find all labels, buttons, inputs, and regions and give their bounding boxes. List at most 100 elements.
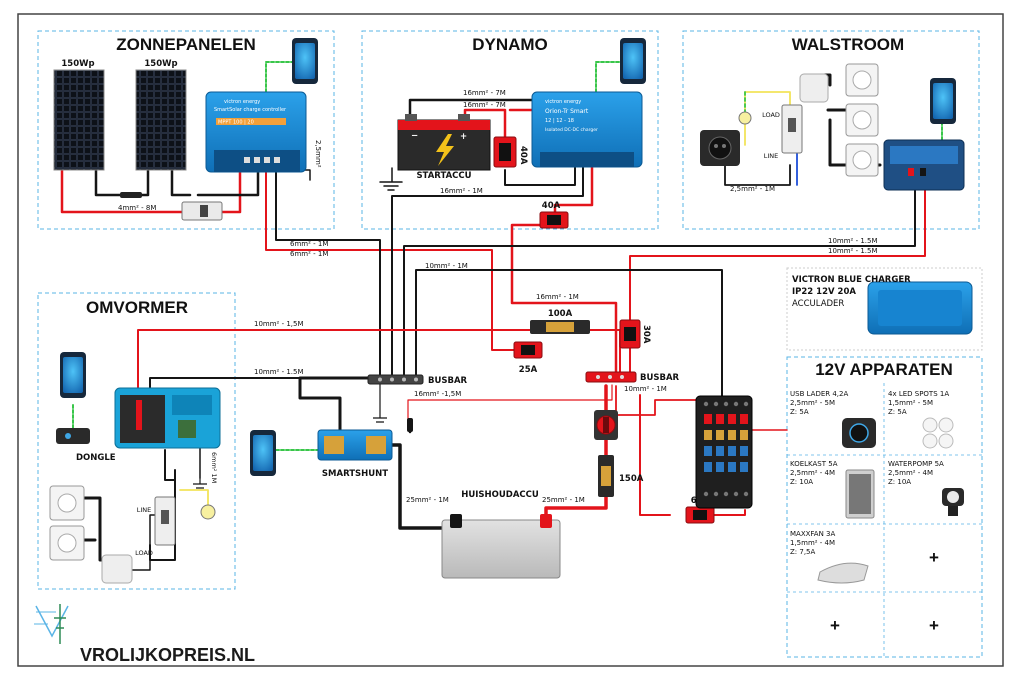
fuse-40a <box>539 211 569 229</box>
fuse-25a-label: 25A <box>519 365 538 375</box>
solar-panel-1 <box>53 69 105 171</box>
mppt-controller <box>205 91 307 173</box>
maxxfan-name: MAXXFAN 3A <box>790 530 836 538</box>
ground-symbol-busbar <box>373 415 387 423</box>
inverter-breaker-line: LINE <box>137 506 152 514</box>
fuse-60a <box>685 506 715 524</box>
fuse-150a <box>598 455 614 497</box>
dongle <box>56 428 90 444</box>
smartshunt-label: SMARTSHUNT <box>322 469 388 479</box>
water-pump-fuse: Z: 10A <box>888 478 911 486</box>
usb-charger-name: USB LADER 4,2A <box>790 390 848 398</box>
phone-app-dynamo <box>620 38 646 84</box>
house-battery-label: HUISHOUDACCU <box>461 490 539 500</box>
phone-app-solar <box>292 38 318 84</box>
charger-section <box>786 267 983 351</box>
led-spots-spec: 1,5mm² - 5M <box>888 399 933 407</box>
orion-brand: victron energy <box>545 99 581 105</box>
orion-dcdc-charger <box>531 91 643 168</box>
cable-solar-out: 4mm² - 8M <box>118 204 156 212</box>
shore-breaker-line: LINE <box>764 152 779 160</box>
shore-charger <box>883 139 965 191</box>
cable-labels: 4mm² - 8M 2,5mm² 16mm² - 7M 16mm² - 7M 1… <box>118 89 878 504</box>
cable-dynamo-main: 16mm² - 1M <box>440 187 483 195</box>
junction-box-shore <box>799 73 829 103</box>
usb-charger-spec: 2,5mm² - 5M <box>790 399 835 407</box>
maxxfan-icon <box>817 562 869 584</box>
svg-text:−: − <box>411 131 418 141</box>
usb-charger-fuse: Z: 5A <box>790 408 809 416</box>
cable-solar-pos: 6mm² - 1M <box>290 250 328 258</box>
cable-10mm-1m: 10mm² - 1M <box>425 262 468 270</box>
water-pump-name: WATERPOMP 5A <box>888 460 944 468</box>
brand-logo <box>34 604 69 644</box>
fuse-100a-label: 100A <box>548 309 573 319</box>
inverter-section <box>37 292 236 590</box>
charger-line1: VICTRON BLUE CHARGER <box>792 275 911 285</box>
dongle-label: DONGLE <box>76 453 116 463</box>
shore-inlet <box>700 130 740 166</box>
wall-socket-2 <box>845 103 879 137</box>
fuse-40a-label: 40A <box>542 201 561 211</box>
ground-symbol-inverter <box>193 478 207 489</box>
junction-box-inverter <box>101 554 133 584</box>
panel-2-label: 150Wp <box>144 59 177 69</box>
cable-shunt: 16mm² -1,5M <box>414 390 461 398</box>
blue-smart-charger <box>867 281 973 335</box>
appliance-usb-charger: USB LADER 4,2A 2,5mm² - 5M Z: 5A <box>790 390 876 448</box>
appliance-grid <box>787 383 982 657</box>
fuse-40a-dynamo-label: 40A <box>518 146 528 165</box>
cable-inverter-pos: 10mm² - 1,5M <box>254 320 304 328</box>
fuse-40a-dynamo <box>493 136 517 168</box>
water-pump-spec: 2,5mm² - 4M <box>888 469 933 477</box>
panel-1-label: 150Wp <box>61 59 94 69</box>
positive-busbar-label: BUSBAR <box>640 373 680 383</box>
shore-title: WALSTROOM <box>792 35 904 54</box>
fridge-name: KOELKAST 5A <box>790 460 838 468</box>
fuse-30a-label: 30A <box>641 325 651 344</box>
solar-section <box>37 30 335 230</box>
inverter-socket-2 <box>49 525 85 561</box>
cable-shore-in: 2,5mm² - 1M <box>730 185 775 193</box>
add-slot-3: + <box>929 616 939 635</box>
wall-socket-3 <box>845 143 879 177</box>
inverter-unit <box>114 387 221 449</box>
inverter-socket-1 <box>49 485 85 521</box>
fuse-box <box>695 395 753 509</box>
cable-shore-neg: 10mm² - 1.5M <box>828 237 878 245</box>
start-battery-label: STARTACCU <box>416 171 471 181</box>
cable-inverter-neg: 10mm² - 1.5M <box>254 368 304 376</box>
start-battery: − + <box>397 114 491 171</box>
orion-sub: Isolated DC-DC charger <box>545 127 598 133</box>
inverter-ground-cable: 6mm² 1M <box>210 452 218 483</box>
appliances-section <box>786 356 983 658</box>
fuse-100a <box>530 320 590 334</box>
mppt-model: MPPT 100 | 20 <box>218 120 254 126</box>
cable-solar-neg: 6mm² - 1M <box>290 240 328 248</box>
cable-dynamo-top2: 16mm² - 7M <box>463 101 506 109</box>
shore-section <box>682 30 980 230</box>
solar-panel-2 <box>135 69 187 171</box>
mppt-name: SmartSolar charge controller <box>214 107 287 113</box>
fuse-30a <box>619 319 641 349</box>
add-slot-1: + <box>929 548 939 567</box>
appliance-fridge: KOELKAST 5A 2,5mm² - 4M Z: 10A <box>790 460 875 519</box>
brand-name: VROLIJKOPREIS.NL <box>80 645 255 665</box>
appliance-maxxfan: MAXXFAN 3A 1,5mm² - 4M Z: 7,5A <box>790 530 869 584</box>
charger-line2: IP22 12V 20A <box>792 287 856 297</box>
dynamo-title: DYNAMO <box>472 35 548 54</box>
led-spots-name: 4x LED SPOTS 1A <box>888 390 949 398</box>
dynamo-section <box>361 30 659 230</box>
fridge-fuse: Z: 10A <box>790 478 813 486</box>
fuse-25a <box>513 341 543 359</box>
positive-busbar <box>585 371 637 383</box>
add-slot-2: + <box>830 616 840 635</box>
led-spot-icon <box>922 417 954 449</box>
charger-line3: ACCULADER <box>792 299 844 309</box>
cable-mppt-ground: 2,5mm² <box>314 140 322 168</box>
inline-fuse-shunt <box>407 418 413 432</box>
inverter-breaker <box>154 496 176 546</box>
fuse-150a-label: 150A <box>619 474 644 484</box>
